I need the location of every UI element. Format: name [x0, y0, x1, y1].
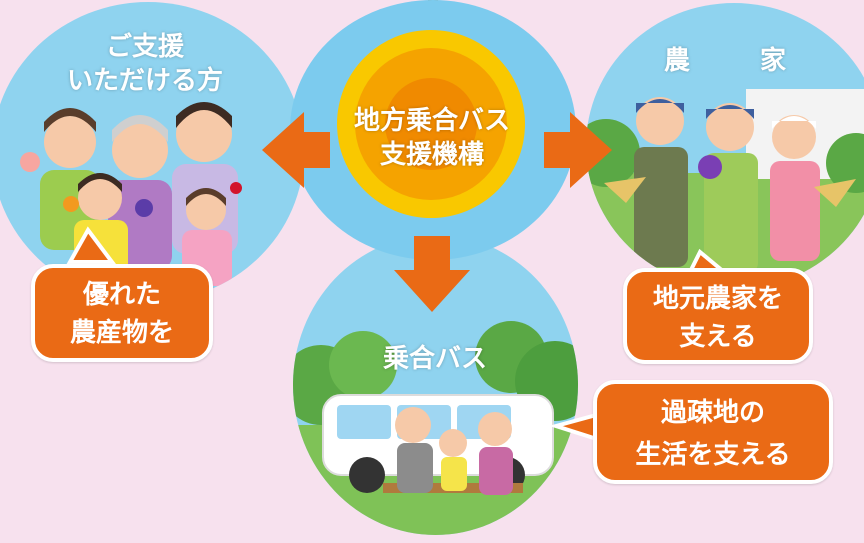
- bus-wheel: [349, 457, 385, 493]
- farmers-bubble: 地元農家を 支える: [623, 268, 813, 364]
- tree: [826, 133, 864, 193]
- farmer3-body: [770, 161, 820, 261]
- center-title: 地方乗合バス 支援機構: [353, 106, 510, 170]
- farmers-title: 農 家: [663, 46, 808, 76]
- boy-hair: [78, 173, 122, 192]
- supporters-title: ご支援 いただける方: [66, 32, 223, 96]
- farmer3-face: [772, 115, 816, 159]
- farmer2-cap: [706, 105, 754, 119]
- child-face: [439, 429, 467, 457]
- grandpa-body: [397, 443, 433, 493]
- grandma-body: [479, 447, 513, 495]
- child-body: [441, 457, 467, 491]
- produce-basket-icon: [698, 155, 722, 179]
- farmer1-cap: [636, 99, 684, 113]
- produce-bubble: 優れた 農産物を: [31, 264, 213, 362]
- man-hair: [176, 102, 232, 128]
- center-sun-inner: [385, 78, 477, 170]
- man-face: [176, 106, 232, 162]
- girl-face: [186, 190, 226, 230]
- grandma-face: [112, 122, 168, 178]
- grandma-face: [478, 412, 512, 446]
- cherry-icon: [230, 182, 242, 194]
- farmer1-face: [636, 97, 684, 145]
- farmer1-body: [634, 147, 688, 267]
- grandpa-face: [395, 407, 431, 443]
- bubble-tail-left: [66, 226, 116, 264]
- grapes-icon: [135, 199, 153, 217]
- orange-fruit-icon: [63, 196, 79, 212]
- tree: [586, 119, 640, 187]
- woman-face: [44, 116, 96, 168]
- farmers-circle: [586, 3, 864, 289]
- peach-icon: [20, 152, 40, 172]
- bus-title: 乗合バス: [382, 344, 487, 374]
- grandma-hair: [112, 115, 168, 142]
- bus-bubble: 過疎地の 生活を支える: [593, 380, 833, 484]
- farmer3-headscarf: [772, 116, 816, 129]
- arrow-right-icon: [544, 112, 612, 188]
- woman-hair: [44, 108, 96, 132]
- arrow-down-icon: [394, 236, 470, 312]
- girl-hair: [186, 188, 226, 206]
- farmer2-face: [706, 103, 754, 151]
- bus-window: [337, 405, 391, 439]
- rice-sheaf-icon: [814, 179, 856, 207]
- arrow-left-icon: [262, 112, 330, 188]
- tree: [329, 331, 397, 399]
- rice-sheaf-icon: [604, 177, 646, 203]
- boy-face: [78, 176, 122, 220]
- bus-illustration: [293, 321, 578, 535]
- farmer2-body: [704, 153, 758, 273]
